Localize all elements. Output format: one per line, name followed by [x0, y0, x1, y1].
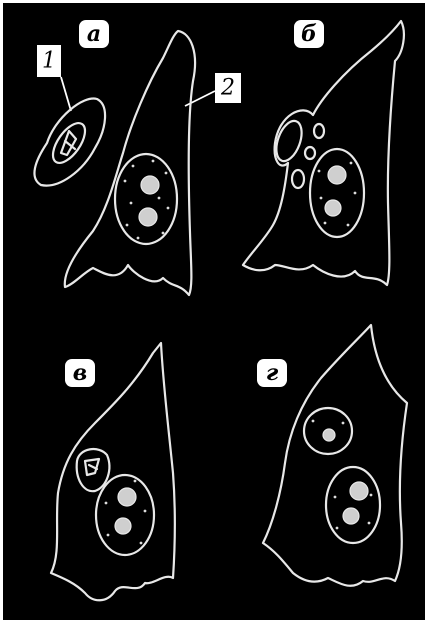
nucleolus — [323, 429, 335, 441]
label-2: 2 — [220, 76, 235, 101]
parasite-cell-outline — [34, 99, 105, 186]
vacuole — [314, 124, 324, 138]
nucleolus — [343, 508, 359, 524]
chromatin-grains — [124, 160, 170, 240]
vacuole — [305, 147, 315, 159]
panel-v-letter: в — [73, 360, 87, 386]
parasite-chromatin — [85, 459, 99, 475]
parasite-chromatin — [61, 131, 76, 155]
panel-a: а 1 2 — [34, 20, 241, 295]
nucleolus — [325, 200, 341, 216]
panel-b-letter: б — [301, 21, 317, 47]
parasite-nucleus — [77, 449, 110, 491]
nucleolus — [139, 208, 157, 226]
vacuole — [292, 170, 304, 188]
panel-b: б — [243, 20, 404, 285]
host-cell-outline — [243, 21, 404, 285]
panel-g: г — [257, 325, 407, 586]
nucleolus — [350, 482, 368, 500]
parasite-nucleus — [271, 118, 306, 165]
figure-panel: а 1 2 — [3, 3, 425, 620]
nucleolus — [115, 518, 131, 534]
nucleolus — [328, 166, 346, 184]
host-nucleus — [115, 154, 177, 244]
panel-a-letter: а — [87, 21, 101, 47]
label-1: 1 — [42, 49, 56, 74]
label-1-pointer — [61, 77, 71, 111]
chromatin-grains — [312, 420, 373, 530]
nucleolus — [118, 488, 136, 506]
cell-illustration: а 1 2 — [3, 3, 425, 620]
host-nucleus — [326, 467, 380, 543]
nucleolus — [141, 176, 159, 194]
panel-g-letter: г — [266, 360, 279, 386]
panel-v: в — [51, 343, 175, 600]
host-nucleus — [96, 475, 154, 555]
